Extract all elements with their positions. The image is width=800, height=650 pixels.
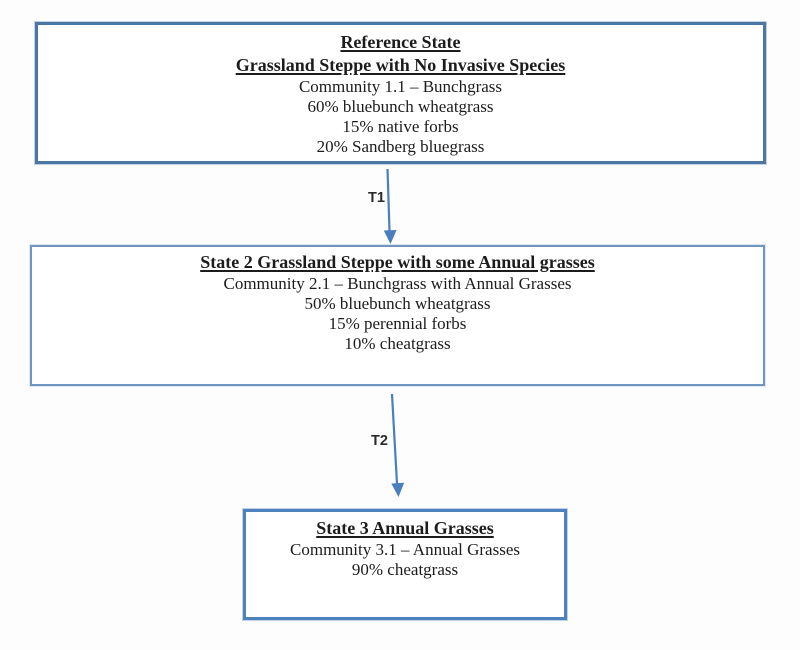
box3-title-text: State 3 Annual Grasses [316,518,494,538]
state-2-box: State 2 Grassland Steppe with some Annua… [30,245,765,386]
arrowhead-down-icon [383,230,397,244]
box2-community-line: Community 2.1 – Bunchgrass with Annual G… [223,274,572,293]
box1-composition-line: 20% Sandberg bluegrass [316,137,485,156]
arrowhead-down-icon [391,482,405,497]
box2-composition-line: 10% cheatgrass [344,334,451,353]
box1-title-text-1: Reference State [340,32,461,52]
transition-label-t2: T2 [371,433,388,449]
box1-title-line-2: Grassland Steppe with No Invasive Specie… [38,54,763,77]
box2-composition-line: 15% perennial forbs [328,314,467,333]
box1-title-text-2: Grassland Steppe with No Invasive Specie… [235,55,566,75]
box3-community-line: Community 3.1 – Annual Grasses [290,540,520,559]
box1-community-line: Community 1.1 – Bunchgrass [298,77,503,96]
box2-title-line: State 2 Grassland Steppe with some Annua… [32,251,763,274]
box2-title-text: State 2 Grassland Steppe with some Annua… [200,252,595,272]
transition-label-t1: T1 [368,190,385,206]
transition-arrow-t2 [390,393,405,497]
transition-arrow-t1 [383,168,397,244]
box1-composition-line: 15% native forbs [342,117,459,136]
box3-composition-line: 90% cheatgrass [351,560,459,579]
box1-title-line-1: Reference State [38,31,763,54]
box2-composition-line: 50% bluebunch wheatgrass [304,294,491,313]
box3-title-line: State 3 Annual Grasses [246,517,564,540]
state-3-box: State 3 Annual Grasses Community 3.1 – A… [243,509,567,620]
reference-state-box: Reference State Grassland Steppe with No… [35,22,766,164]
box1-composition-line: 60% bluebunch wheatgrass [307,97,494,116]
